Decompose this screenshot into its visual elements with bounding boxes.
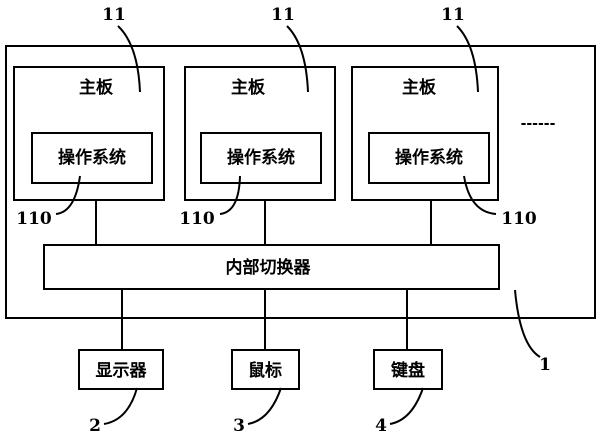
motherboard-3-ref-leader (456, 25, 479, 93)
os-1-ref-leader (55, 175, 81, 215)
display-box (78, 349, 164, 390)
mouse-box (231, 349, 300, 390)
internal-switch-label: 内部切换器 (226, 257, 312, 278)
motherboard-2-label: 主板 (231, 77, 266, 98)
os-2-ref: 110 (179, 209, 215, 229)
motherboard-2-ref: 11 (271, 5, 295, 25)
keyboard-box (373, 349, 443, 390)
os-2-ref-leader (219, 175, 241, 215)
system-ref: 1 (539, 355, 551, 375)
keyboard-ref-leader (389, 387, 424, 425)
motherboard-1-ref-leader (117, 25, 141, 93)
os-2-label: 操作系统 (227, 147, 295, 168)
os-2-box (200, 132, 322, 184)
os-3-label: 操作系统 (395, 147, 463, 168)
mouse-ref: 3 (233, 416, 245, 436)
motherboard-3-label: 主板 (402, 77, 437, 98)
os-3-ref: 110 (501, 209, 537, 229)
display-label: 显示器 (96, 361, 148, 381)
os-1-label: 操作系统 (58, 147, 126, 168)
keyboard-label: 键盘 (391, 360, 425, 381)
motherboard-1-ref: 11 (102, 5, 126, 25)
os-3-box (368, 132, 490, 184)
mouse-ref-leader (247, 387, 282, 425)
display-ref-leader (103, 387, 138, 425)
os-1-ref: 110 (16, 209, 52, 229)
motherboard-3-ref: 11 (441, 5, 465, 25)
internal-switch-box (43, 244, 500, 290)
motherboard-2-ref-leader (286, 25, 309, 93)
mouse-label: 鼠标 (248, 360, 282, 381)
more-boards-ellipsis: ------ (521, 116, 556, 132)
system-ref-leader (514, 289, 541, 358)
motherboard-1-label: 主板 (79, 77, 114, 98)
keyboard-ref: 4 (375, 416, 387, 436)
os-3-ref-leader (463, 175, 497, 215)
display-ref: 2 (89, 416, 101, 436)
os-1-box (31, 132, 153, 184)
